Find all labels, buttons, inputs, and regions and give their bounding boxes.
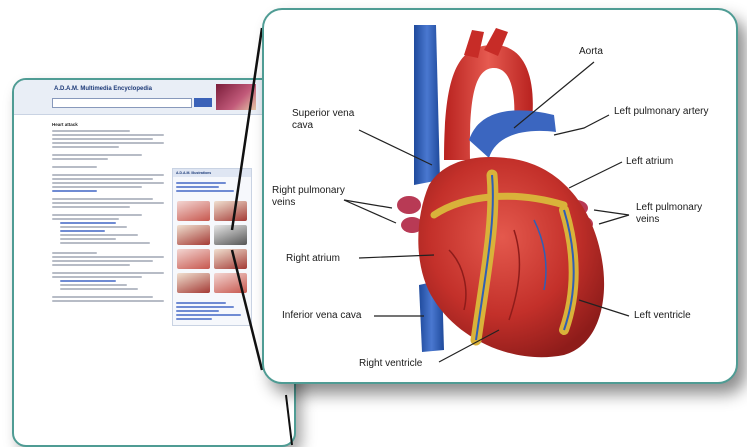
illustration-thumbnail[interactable] [214, 249, 247, 269]
text-line [52, 158, 108, 160]
article-link[interactable] [60, 230, 105, 232]
label-right-pulmonary-veins: Right pulmonary veins [272, 185, 345, 209]
label-aorta: Aorta [579, 46, 603, 58]
text-line [60, 242, 150, 244]
sidebar-link[interactable] [176, 318, 212, 320]
text-line [52, 252, 97, 254]
label-left-pulmonary-artery: Left pulmonary artery [614, 106, 709, 118]
article-body: Heart attack [52, 120, 164, 304]
illustration-thumbnail[interactable] [214, 273, 247, 293]
illustration-thumbnail[interactable] [177, 249, 210, 269]
text-line [52, 142, 164, 144]
text-line [52, 130, 130, 132]
superior-vena-cava-shape [414, 25, 440, 185]
article-link[interactable] [60, 280, 116, 282]
label-left-pulmonary-veins: Left pulmonary veins [636, 202, 702, 226]
text-line [52, 214, 142, 216]
text-line [52, 198, 153, 200]
sidebar-links [173, 297, 251, 325]
illustration-thumbnail[interactable] [177, 201, 210, 221]
label-left-atrium: Left atrium [626, 156, 673, 168]
encyclopedia-page-card: A.D.A.M. Multimedia Encyclopedia Heart a… [12, 78, 296, 447]
header-banner-image [216, 84, 256, 110]
text-line [60, 288, 138, 290]
search-button[interactable] [194, 98, 212, 107]
label-superior-vena-cava: Superior vena cava [292, 108, 354, 132]
thumbnail-grid [173, 197, 251, 297]
heart-anatomy-card: Aorta Superior vena cava Left pulmonary … [262, 8, 738, 384]
sidebar-heading: A.D.A.M. Illustrations [173, 169, 251, 177]
sidebar-link[interactable] [176, 306, 234, 308]
label-right-atrium: Right atrium [286, 253, 340, 265]
text-line [52, 218, 119, 220]
article-link[interactable] [52, 190, 97, 192]
text-line [60, 226, 127, 228]
sidebar-link[interactable] [176, 186, 219, 188]
sidebar-link[interactable] [176, 190, 234, 192]
illustrations-sidebar: A.D.A.M. Illustrations [172, 168, 252, 326]
text-line [52, 264, 130, 266]
text-line [52, 186, 142, 188]
text-line [60, 284, 127, 286]
search-input[interactable] [52, 98, 192, 108]
text-line [52, 300, 164, 302]
sidebar-link[interactable] [176, 310, 219, 312]
sidebar-links [173, 177, 251, 197]
text-line [52, 166, 97, 168]
text-line [52, 296, 153, 298]
text-line [60, 234, 138, 236]
label-inferior-vena-cava: Inferior vena cava [282, 310, 362, 322]
encyclopedia-logo: A.D.A.M. Multimedia Encyclopedia [54, 86, 152, 92]
text-line [52, 138, 153, 140]
pulmonary-artery-shape [469, 110, 556, 158]
text-line [52, 260, 153, 262]
illustration-thumbnail[interactable] [214, 201, 247, 221]
encyclopedia-header: A.D.A.M. Multimedia Encyclopedia [14, 80, 294, 115]
article-link[interactable] [60, 222, 116, 224]
text-line [52, 154, 142, 156]
sidebar-link[interactable] [176, 182, 226, 184]
illustration-thumbnail[interactable] [214, 225, 247, 245]
text-line [52, 146, 119, 148]
illustration-thumbnail[interactable] [177, 225, 210, 245]
sidebar-link[interactable] [176, 302, 226, 304]
text-line [52, 202, 164, 204]
label-left-ventricle: Left ventricle [634, 310, 691, 322]
text-line [52, 134, 164, 136]
right-pulmonary-vein-shape [397, 196, 421, 214]
text-line [52, 206, 130, 208]
text-line [52, 182, 164, 184]
illustration-thumbnail[interactable] [177, 273, 210, 293]
text-line [52, 178, 153, 180]
sidebar-link[interactable] [176, 314, 241, 316]
label-right-ventricle: Right ventricle [359, 358, 422, 370]
text-line [52, 276, 142, 278]
text-line [52, 256, 164, 258]
text-line [52, 272, 164, 274]
text-line [60, 238, 116, 240]
text-line [52, 174, 164, 176]
article-title: Heart attack [52, 122, 164, 127]
